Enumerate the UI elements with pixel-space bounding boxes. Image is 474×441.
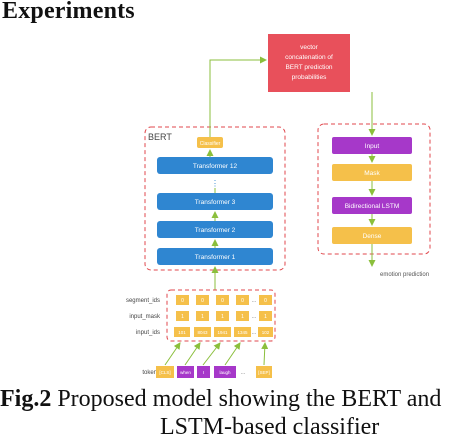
input-id-cell: 102 <box>262 330 270 335</box>
caption-text-1: Proposed model showing the BERT and <box>51 386 442 412</box>
transformer-1-label: Transformer 1 <box>195 254 236 261</box>
bert-label: BERT <box>148 132 172 142</box>
input-embeddings: segment_ids input_mask input_ids 0 0 0 0… <box>126 289 276 342</box>
classifier-label: Classifier <box>200 141 221 147</box>
lstm-input-label: Input <box>365 143 380 150</box>
transformer-2-label: Transformer 2 <box>195 227 236 234</box>
dense-label: Dense <box>363 233 382 240</box>
bilstm-box <box>332 197 412 214</box>
segment-id-cell: 0 <box>181 298 184 304</box>
bilstm-label: Bidirectional LSTM <box>345 203 400 210</box>
transformer-12-box <box>157 157 273 174</box>
section-heading: Experiments <box>2 0 135 24</box>
input-ids-label: input_ids <box>136 330 160 336</box>
input-id-cell: 1345 <box>237 330 248 335</box>
input-mask-ellipsis: ... <box>251 314 256 320</box>
figure-caption-line-2: LSTM-based classifier <box>160 414 380 440</box>
classifier-box <box>197 137 223 148</box>
transformer-1-box <box>157 248 273 265</box>
segment-ids-label: segment_ids <box>126 298 160 304</box>
segment-id-cell: 0 <box>221 298 224 304</box>
bert-block: BERT Classifier Transformer 12 ⋮ Transfo… <box>144 126 286 271</box>
figure-caption-line-1: Fig.2 Proposed model showing the BERT an… <box>0 386 441 413</box>
input-id-ellipsis: ... <box>251 330 256 336</box>
segment-id-ellipsis: ... <box>251 298 256 304</box>
transformer-3-label: Transformer 3 <box>195 199 236 206</box>
tokens-row: tokens [CLS] when I laugh ... [SEP] <box>142 342 272 378</box>
token-cell: [CLS] <box>159 370 170 375</box>
token-cell: [SEP] <box>258 370 270 375</box>
input-mask-cell: 1 <box>201 314 204 320</box>
transformer-12-label: Transformer 12 <box>193 163 238 170</box>
figure-number: Fig.2 <box>0 386 52 412</box>
transformer-2-box <box>157 221 273 238</box>
lstm-mask-box <box>332 164 412 181</box>
transformer-3-box <box>157 193 273 210</box>
concatenation-line-3: BERT prediction <box>285 64 332 71</box>
input-id-cell: 1941 <box>217 330 228 335</box>
token-cell: when <box>180 370 191 375</box>
input-mask-label: input_mask <box>129 314 161 320</box>
lstm-block: Input Mask Bidirectional LSTM Dense <box>317 123 431 255</box>
dense-box <box>332 227 412 244</box>
flow-arrows <box>209 56 376 290</box>
input-id-cell: 101 <box>178 330 186 335</box>
lstm-mask-label: Mask <box>364 170 380 177</box>
token-cell: I <box>203 370 204 375</box>
segment-id-cell: 0 <box>241 298 244 304</box>
tokens-label: tokens <box>142 370 160 376</box>
lstm-input-box <box>332 137 412 154</box>
concatenation-line-4: probabilities <box>292 74 327 81</box>
input-mask-cell: 1 <box>264 314 267 320</box>
concatenation-box: vector concatenation of BERT prediction … <box>268 34 350 92</box>
transformer-ellipsis: ⋮ <box>211 179 219 188</box>
model-diagram: vector concatenation of BERT prediction … <box>126 34 431 378</box>
concatenation-line-1: vector <box>300 44 319 51</box>
token-cell: laugh <box>219 370 231 375</box>
token-ellipsis: ... <box>240 370 245 376</box>
emotion-prediction-label: emotion prediction <box>380 272 429 278</box>
input-mask-cell: 1 <box>221 314 224 320</box>
input-id-cell: 8043 <box>197 330 208 335</box>
segment-id-cell: 0 <box>201 298 204 304</box>
input-mask-cell: 1 <box>241 314 244 320</box>
segment-id-cell: 0 <box>264 298 267 304</box>
input-mask-cell: 1 <box>181 314 184 320</box>
concatenation-line-2: concatenation of <box>285 54 333 61</box>
